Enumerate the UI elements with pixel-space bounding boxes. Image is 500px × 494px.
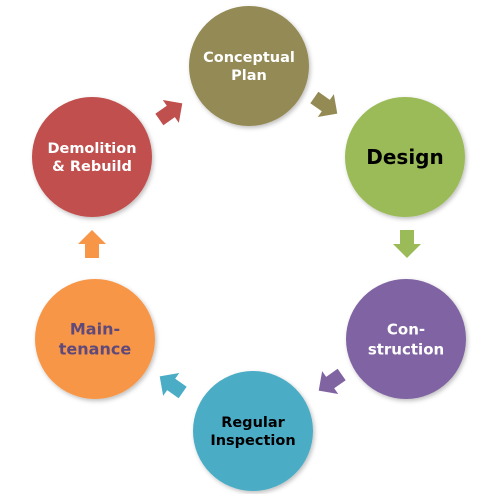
- arrow-layer: [78, 91, 421, 399]
- node-design: Design: [345, 97, 465, 217]
- arrow-construction-to-regular-inspection: [318, 368, 346, 395]
- node-label-line: & Rebuild: [52, 159, 132, 175]
- node-label-line: Plan: [231, 68, 267, 84]
- node-label-line: Con-: [387, 320, 425, 338]
- node-label-line: Inspection: [210, 433, 295, 449]
- node-circle-regular-inspection: [193, 371, 313, 491]
- node-label-line: Demolition: [47, 141, 136, 157]
- node-maintenance: Main-tenance: [35, 279, 155, 399]
- node-label-maintenance: Main-tenance: [59, 320, 132, 359]
- node-label-design: Design: [366, 145, 443, 169]
- node-label-line: tenance: [59, 340, 132, 359]
- node-label-line: struction: [368, 340, 444, 358]
- arrow-regular-inspection-to-maintenance: [159, 372, 187, 399]
- node-circle-maintenance: [35, 279, 155, 399]
- node-circle-design: [345, 97, 465, 217]
- node-label-construction: Con-struction: [368, 320, 444, 358]
- node-circle-construction: [346, 279, 466, 399]
- arrow-maintenance-to-demolition-rebuild: [78, 230, 106, 258]
- node-circle-demolition-rebuild: [32, 97, 152, 217]
- arrow-conceptual-plan-to-design: [310, 91, 338, 118]
- node-label-line: Conceptual: [203, 50, 295, 66]
- arrow-demolition-rebuild-to-conceptual-plan: [155, 99, 183, 126]
- node-label-line: Main-: [70, 320, 120, 339]
- node-demolition-rebuild: Demolition & Rebuild: [32, 97, 152, 217]
- node-label-line: Regular: [221, 415, 285, 431]
- node-label-demolition-rebuild: Demolition & Rebuild: [47, 141, 136, 175]
- node-circle-conceptual-plan: [189, 6, 309, 126]
- node-label-line: Design: [366, 145, 443, 169]
- node-construction: Con-struction: [346, 279, 466, 399]
- arrow-design-to-construction: [393, 230, 421, 258]
